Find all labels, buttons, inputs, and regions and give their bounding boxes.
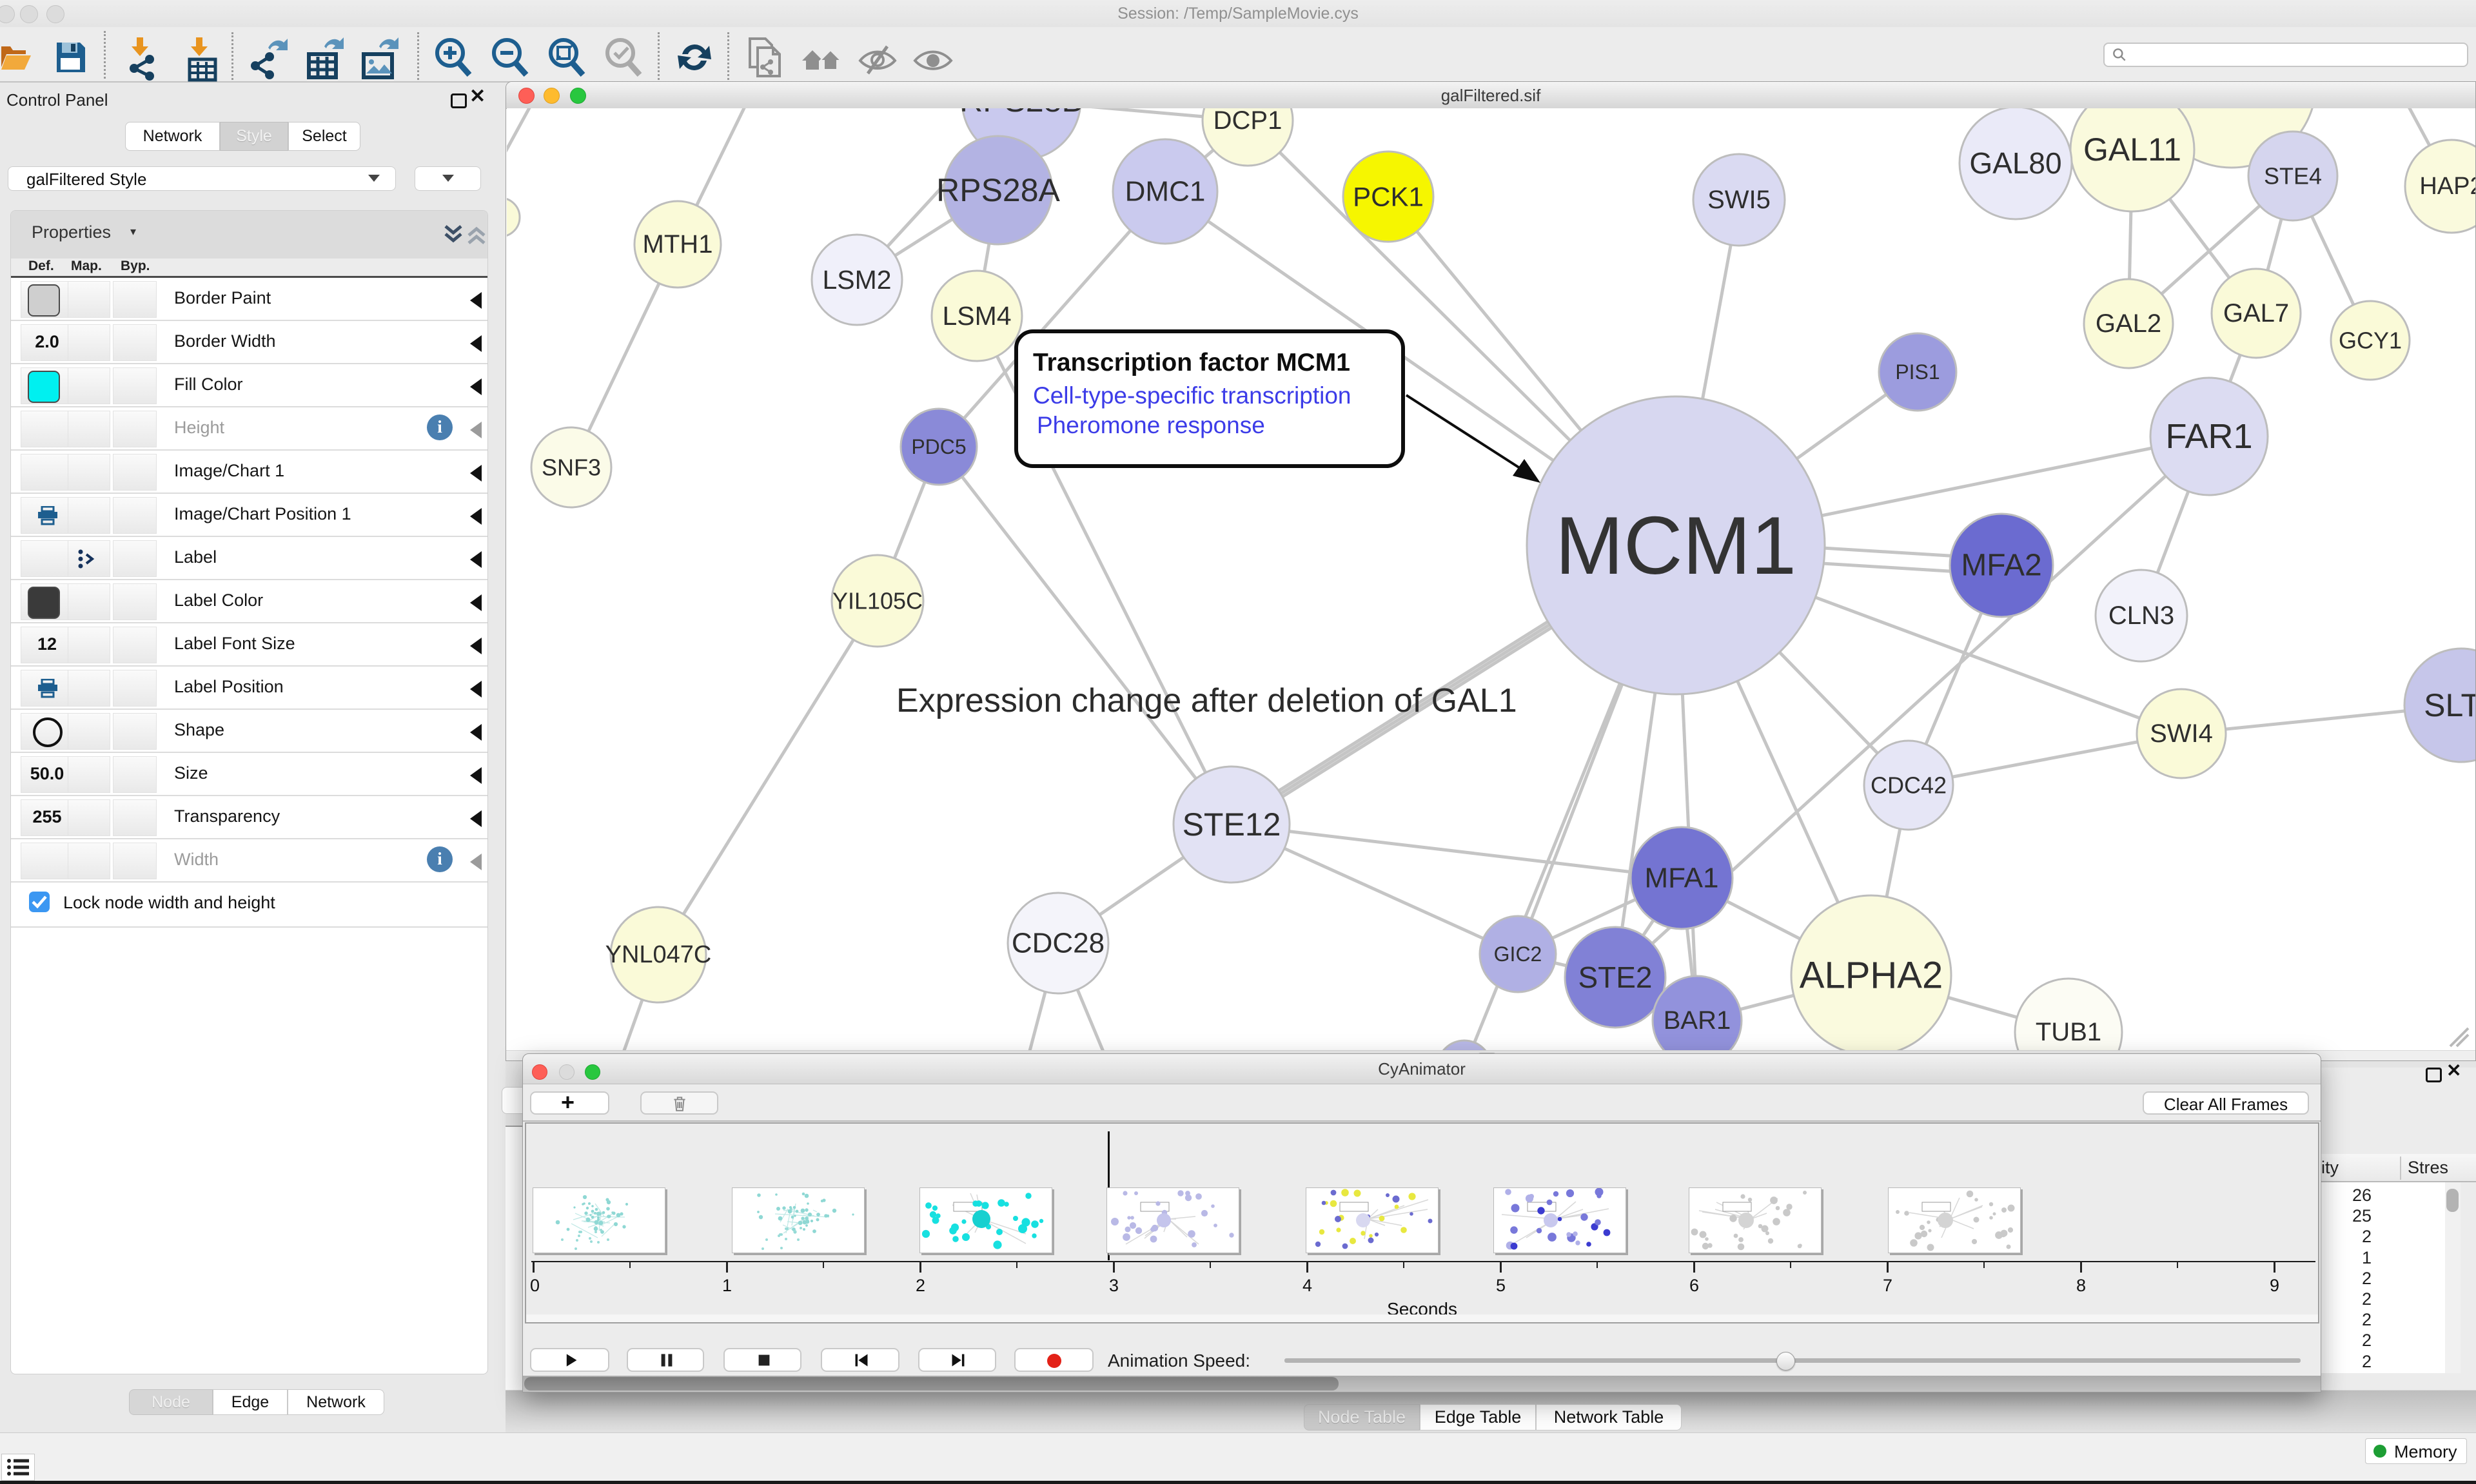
svg-text:STE4: STE4: [2264, 163, 2322, 190]
svg-text:PIS1: PIS1: [1895, 360, 1940, 384]
svg-text:GIC2: GIC2: [1494, 942, 1542, 966]
svg-text:YIL105C: YIL105C: [832, 588, 923, 614]
svg-text:CLN3: CLN3: [2108, 601, 2174, 630]
svg-text:Transcription factor MCM1: Transcription factor MCM1: [1033, 349, 1350, 376]
svg-text:PCK1: PCK1: [1353, 182, 1424, 212]
svg-text:STE2: STE2: [1578, 961, 1652, 994]
svg-text:MFA2: MFA2: [1961, 549, 2041, 583]
svg-text:GCY1: GCY1: [2339, 327, 2402, 354]
svg-text:GAL11: GAL11: [2083, 132, 2181, 168]
svg-text:RPS28B: RPS28B: [959, 108, 1083, 119]
svg-text:BAR1: BAR1: [1664, 1006, 1731, 1035]
svg-text:MTH1: MTH1: [643, 230, 713, 259]
svg-text:LSM2: LSM2: [822, 265, 891, 295]
svg-text:Cell-type-specific transcripti: Cell-type-specific transcription: [1033, 382, 1351, 409]
svg-text:YNL047C: YNL047C: [605, 941, 712, 968]
svg-text:FAR1: FAR1: [2165, 417, 2252, 456]
svg-text:SWI5: SWI5: [1707, 186, 1771, 214]
svg-text:STE12: STE12: [1183, 806, 1281, 843]
svg-text:GAL2: GAL2: [2096, 309, 2161, 338]
svg-text:SNF3: SNF3: [542, 454, 601, 481]
svg-text:ALPHA2: ALPHA2: [1800, 955, 1943, 997]
svg-text:CDC28: CDC28: [1012, 928, 1105, 959]
svg-text:MCM1: MCM1: [1555, 500, 1796, 591]
svg-text:GAL7: GAL7: [2223, 299, 2289, 327]
svg-text:PDC5: PDC5: [911, 435, 966, 458]
svg-text:TUB1: TUB1: [2036, 1018, 2101, 1046]
svg-text:Pheromone response: Pheromone response: [1037, 412, 1265, 438]
svg-text:GAL80: GAL80: [1969, 146, 2061, 180]
svg-text:RPS28A: RPS28A: [936, 172, 1060, 208]
svg-text:DMC1: DMC1: [1125, 176, 1206, 208]
svg-text:SWI4: SWI4: [2150, 719, 2213, 748]
svg-text:DCP1: DCP1: [1213, 108, 1282, 135]
svg-text:Expression change after deleti: Expression change after deletion of GAL1: [896, 682, 1517, 719]
svg-text:MFA1: MFA1: [1645, 863, 1719, 894]
svg-text:CDC42: CDC42: [1871, 772, 1947, 799]
svg-text:HAP2: HAP2: [2419, 173, 2476, 200]
svg-text:SLT2: SLT2: [2424, 687, 2476, 723]
svg-text:LSM4: LSM4: [942, 301, 1011, 331]
